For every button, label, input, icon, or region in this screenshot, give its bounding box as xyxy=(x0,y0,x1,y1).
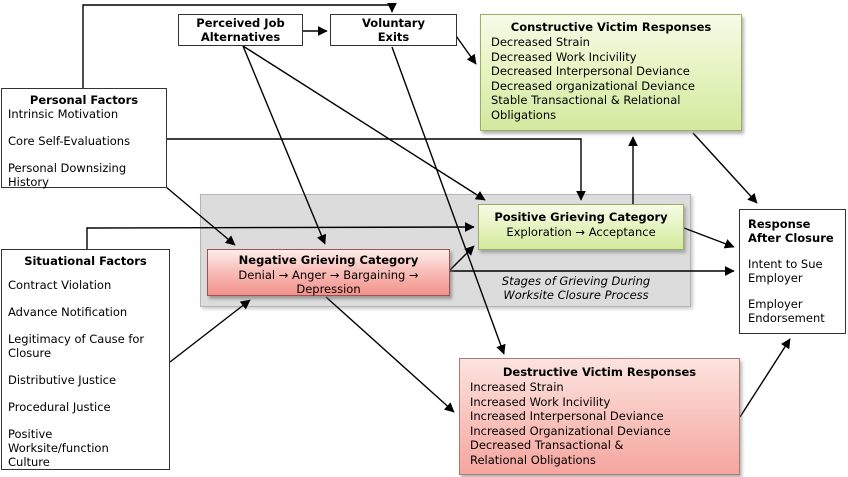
situational-factors-box: Situational Factors Contract Violation A… xyxy=(1,249,170,470)
grieving-process-label: Stages of Grieving During Worksite Closu… xyxy=(501,274,651,302)
edge-perceived-to-positive-grieving xyxy=(242,45,486,201)
response-after-closure-box: Response After Closure Intent to Sue Emp… xyxy=(739,209,846,334)
situational-factor-item: Advance Notification xyxy=(8,305,128,319)
situational-factors-title: Situational Factors xyxy=(24,254,147,268)
voluntary-exits-box: Voluntary Exits xyxy=(330,14,457,46)
situational-factor-item: Distributive Justice xyxy=(8,373,117,387)
voluntary-exits-title: Voluntary Exits xyxy=(362,16,425,44)
edge-personal-to-positive-grieving xyxy=(167,138,586,201)
negative-grieving-category-box: Negative Grieving Category Denial → Ange… xyxy=(207,249,450,296)
destructive-victim-responses-box: Destructive Victim Responses Increased S… xyxy=(459,358,740,475)
edge-negative-to-destructive xyxy=(325,296,455,413)
situational-factor-item: Legitimacy of Cause for Closure xyxy=(8,332,145,360)
personal-factors-title: Personal Factors xyxy=(29,93,139,107)
destructive-response-item: Increased Strain xyxy=(470,380,564,394)
constructive-response-item: Decreased Interpersonal Deviance xyxy=(491,64,690,78)
situational-factor-item: Positive Worksite/function Culture xyxy=(8,427,109,469)
positive-grieving-stages: Exploration → Acceptance xyxy=(506,225,656,239)
positive-grieving-category-title: Positive Grieving Category xyxy=(494,210,668,224)
response-item: Intent to Sue Employer xyxy=(748,257,823,285)
response-item: Employer Endorsement xyxy=(748,297,825,325)
personal-factors-box: Personal Factors Intrinsic Motivation Co… xyxy=(1,88,167,189)
destructive-response-item: Increased Work Incivility xyxy=(470,394,611,409)
edge-situational-to-negative-grieving xyxy=(169,299,251,363)
perceived-job-alternatives-title: Perceived Job Alternatives xyxy=(196,16,285,44)
constructive-victim-responses-title: Constructive Victim Responses xyxy=(510,20,712,34)
response-after-closure-title: Response After Closure xyxy=(748,217,834,245)
constructive-response-item: Decreased Strain xyxy=(491,35,590,49)
personal-factor-item: Core Self-Evaluations xyxy=(8,134,131,148)
constructive-victim-responses-box: Constructive Victim Responses Decreased … xyxy=(480,14,742,131)
edge-positive-to-response xyxy=(683,227,735,249)
personal-factor-item: Personal Downsizing History xyxy=(8,161,127,189)
destructive-response-item: Increased Interpersonal Deviance xyxy=(470,409,664,423)
constructive-response-item: Decreased organizational Deviance xyxy=(491,78,695,93)
perceived-job-alternatives-box: Perceived Job Alternatives xyxy=(178,14,303,46)
negative-grieving-category-title: Negative Grieving Category xyxy=(238,253,419,267)
negative-grieving-stages: Denial → Anger → Bargaining → Depression xyxy=(238,268,419,296)
constructive-response-item: Decreased Work Incivility xyxy=(491,49,637,64)
edge-voluntary-to-constructive xyxy=(453,32,477,65)
constructive-response-item: Stable Transactional & Relational Obliga… xyxy=(491,93,681,122)
destructive-response-item: Decreased Transactional & Relational Obl… xyxy=(470,438,624,467)
destructive-response-item: Increased Organizational Deviance xyxy=(470,423,671,438)
situational-factor-item: Procedural Justice xyxy=(8,400,111,414)
destructive-victim-responses-title: Destructive Victim Responses xyxy=(502,365,697,379)
personal-factor-item: Intrinsic Motivation xyxy=(8,107,119,121)
positive-grieving-category-box: Positive Grieving Category Exploration →… xyxy=(478,204,684,250)
situational-factor-item: Contract Violation xyxy=(8,278,112,292)
edge-constructive-to-response xyxy=(692,132,758,204)
edge-destructive-to-response xyxy=(739,338,791,418)
